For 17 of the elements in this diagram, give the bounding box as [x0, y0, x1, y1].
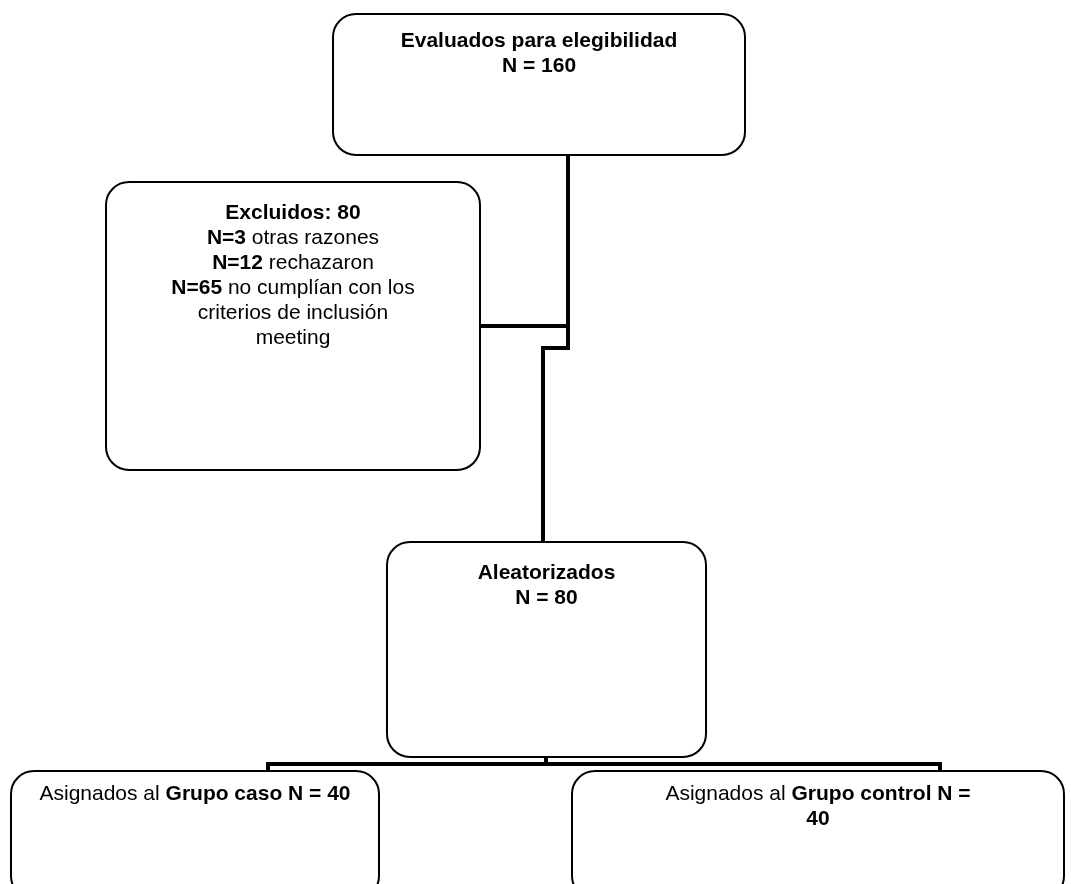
box-text: N=65 no cumplían con los criterios de inclusión meeting: [171, 274, 415, 349]
connector-line: [541, 156, 570, 541]
process-box: [386, 541, 707, 758]
box-text: Asignados al Grupo control N = 40: [664, 780, 972, 830]
process-box: [332, 13, 746, 156]
box-text: N = 160: [501, 52, 577, 77]
connector-line: [544, 758, 942, 770]
box-text: Evaluados para elegibilidad: [400, 27, 678, 52]
box-text: N=3 otras razones: [206, 224, 380, 249]
box-text: Excluidos: 80: [225, 199, 361, 224]
process-box: [105, 181, 481, 471]
process-box: [571, 770, 1065, 884]
box-text: N = 80: [515, 584, 578, 609]
box-text: Aleatorizados: [477, 559, 616, 584]
process-box: [10, 770, 380, 884]
box-text: Asignados al Grupo caso N = 40: [39, 780, 351, 805]
box-text: N=12 rechazaron: [212, 249, 374, 274]
